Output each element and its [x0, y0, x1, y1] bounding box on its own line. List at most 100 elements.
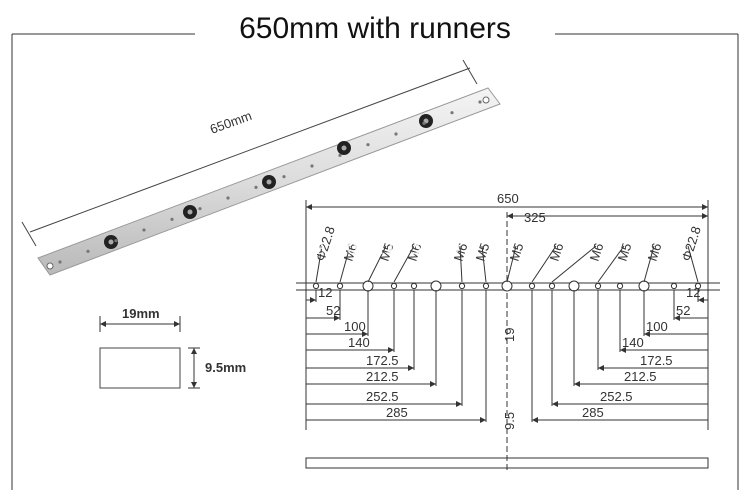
arrowhead: [507, 213, 513, 219]
callout-label: M6: [341, 241, 361, 263]
drawing-tapped-hole: [670, 282, 678, 290]
right-dim-label: 52: [676, 303, 690, 318]
overall-length-label: 650: [497, 191, 519, 206]
left-dim-arrow: [362, 331, 368, 337]
technical-drawing: [296, 200, 720, 470]
left-dim-arrow: [408, 365, 414, 371]
left-dim-label: 252.5: [366, 389, 399, 404]
right-dim-arrow: [644, 331, 650, 337]
callout-leader: [339, 245, 351, 283]
drawing-tapped-hole: [482, 282, 490, 290]
hole-dimensions: 1252100140172.5212.5252.5285125210014017…: [306, 285, 708, 423]
bar-end-hole: [46, 262, 54, 270]
bar-small-hole: [114, 239, 118, 243]
left-dim-label: 100: [344, 319, 366, 334]
left-dim-label: 172.5: [366, 353, 399, 368]
callout-label: M5: [473, 241, 493, 263]
drawing-tapped-hole: [594, 282, 602, 290]
arrowhead: [702, 204, 708, 210]
store-watermark: Store No: 1113889: [272, 235, 461, 259]
callout-leader: [597, 245, 625, 283]
drawing-tapped-hole: [694, 282, 702, 290]
right-dim-label: 172.5: [640, 353, 673, 368]
bar-small-hole: [142, 228, 146, 232]
bar-small-hole: [366, 143, 370, 147]
right-dim-label: 252.5: [600, 389, 633, 404]
bar-small-hole: [170, 217, 174, 221]
left-dim-arrow: [456, 401, 462, 407]
bar-small-hole: [198, 207, 202, 211]
drawing-holes: [312, 280, 702, 292]
page-title: 650mm with runners: [239, 12, 511, 45]
bar-length-line: [29, 67, 471, 233]
bar-holes: [46, 96, 490, 270]
left-dim-label: 12: [318, 285, 332, 300]
callout-leader: [481, 245, 487, 283]
arrowhead: [702, 213, 708, 219]
left-dim-arrow: [430, 381, 436, 387]
bar-length-label: 650mm: [208, 108, 254, 137]
callout-label: M6: [405, 241, 425, 263]
drawing-counterbore-hole: [638, 280, 650, 292]
right-dim-arrow: [698, 297, 704, 303]
bar-counterbore-center: [341, 145, 347, 151]
bar-small-hole: [282, 175, 286, 179]
right-dim-label: 100: [646, 319, 668, 334]
callout-leader: [531, 245, 557, 283]
bar-small-hole: [58, 260, 62, 264]
side-view-rail: [305, 457, 709, 469]
bar-small-hole: [422, 121, 426, 125]
profile-section: 19mm 9.5mm: [99, 306, 246, 389]
drawing-tapped-hole: [410, 282, 418, 290]
right-dim-arrow: [552, 401, 558, 407]
right-dim-arrow: [674, 315, 680, 321]
bar-small-hole: [86, 249, 90, 253]
callout-label: M5: [377, 241, 397, 263]
left-dim-arrow: [388, 347, 394, 353]
bar-counterbore-center: [187, 209, 193, 215]
callout-leader: [315, 245, 323, 283]
drawing-counterbore-hole: [501, 280, 513, 292]
title-frame: [11, 33, 739, 490]
left-dim-label: 52: [326, 303, 340, 318]
callout-leader: [393, 245, 415, 283]
drawing-counterbore-hole: [430, 280, 442, 292]
callout-label: M6: [587, 241, 607, 263]
bar-small-hole: [226, 196, 230, 200]
bar-counterbore-center: [266, 179, 272, 185]
drawing-counterbore-hole: [362, 280, 374, 292]
profile-height-label: 9.5mm: [205, 360, 246, 375]
bar-counterbore-center: [108, 239, 114, 245]
left-dim-arrow: [334, 315, 340, 321]
right-dim-arrow: [574, 381, 580, 387]
rail-thickness-label: 9.5: [502, 412, 517, 430]
callout-leader: [551, 245, 597, 283]
bar-small-hole: [450, 111, 454, 115]
callout-leader: [643, 245, 655, 283]
left-dim-label: 140: [348, 335, 370, 350]
drawing-counterbore-hole: [568, 280, 580, 292]
left-dim-arrow: [310, 297, 316, 303]
drawing-tapped-hole: [616, 282, 624, 290]
drawing-tapped-hole: [458, 282, 466, 290]
bar-small-hole: [338, 153, 342, 157]
right-dim-label: 212.5: [624, 369, 657, 384]
callout-label: M6: [645, 241, 665, 263]
right-dim-arrow: [532, 417, 538, 423]
drawing-tapped-hole: [336, 282, 344, 290]
half-length-label: 325: [524, 210, 546, 225]
callout-label: M5: [615, 241, 635, 263]
bar-small-hole: [310, 164, 314, 168]
profile-rect: [99, 347, 181, 389]
callout-label: Φ22.8: [679, 224, 704, 263]
drawing-tapped-hole: [548, 282, 556, 290]
callout-label: M6: [547, 241, 567, 263]
left-dim-arrow: [480, 417, 486, 423]
right-dim-label: 285: [582, 405, 604, 420]
callout-label: M6: [451, 241, 471, 263]
right-dim-arrow: [598, 365, 604, 371]
drawing-tapped-hole: [312, 282, 320, 290]
left-dim-label: 212.5: [366, 369, 399, 384]
drawing-tapped-hole: [390, 282, 398, 290]
